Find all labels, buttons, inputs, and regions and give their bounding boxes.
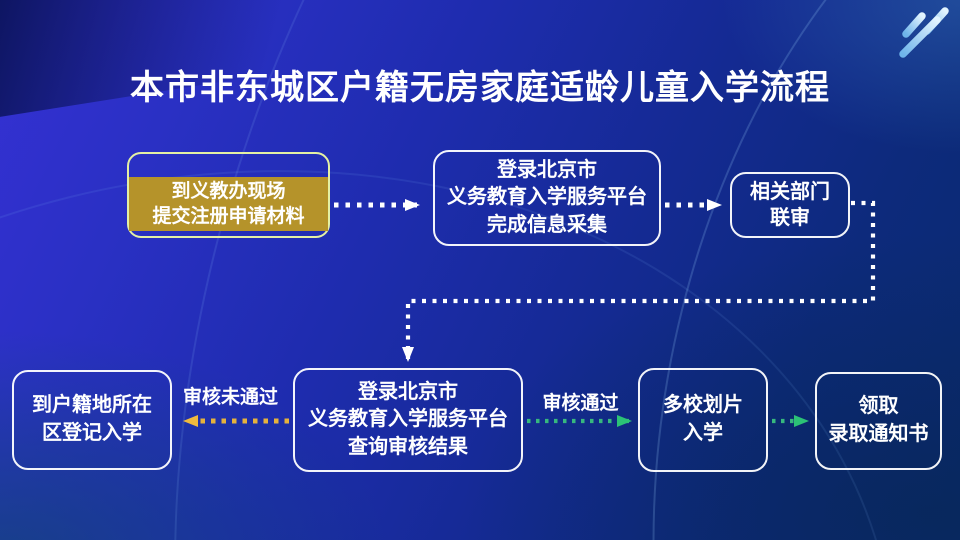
triple-slash-logo-icon <box>899 7 949 58</box>
flow-step-multi-school-enrollment: 多校划片 入学 <box>638 368 768 472</box>
step-text-line: 联审 <box>770 207 810 229</box>
step-text-line: 完成信息采集 <box>487 213 607 236</box>
step-text-line: 到户籍地所在 <box>32 394 152 417</box>
flow-step-info-collection: 登录北京市 义务教育入学服务平台 完成信息采集 <box>433 150 661 246</box>
step-text-line: 登录北京市 <box>358 380 458 403</box>
flow-step-receive-admission-notice: 领取 录取通知书 <box>815 372 942 470</box>
step-text-line: 相关部门 <box>750 181 830 203</box>
step-text-line: 录取通知书 <box>828 423 929 445</box>
step-text-line: 到义教办现场 <box>171 180 286 202</box>
logo-stripe-3 <box>899 16 941 58</box>
step-text-line: 区登记入学 <box>42 422 142 444</box>
step-highlight-band: 到义教办现场 提交注册申请材料 <box>129 177 328 231</box>
step-text-line: 多校划片 <box>663 394 743 417</box>
page-title: 本市非东城区户籍无房家庭适龄儿童入学流程 <box>130 69 830 107</box>
flow-step-register-home-district: 到户籍地所在 区登记入学 <box>12 370 172 470</box>
flow-step-check-review-result: 登录北京市 义务教育入学服务平台 查询审核结果 <box>293 368 523 472</box>
step-text-line: 提交注册申请材料 <box>152 206 305 227</box>
step-text-line: 查询审核结果 <box>348 435 468 458</box>
edge-label-review-failed: 审核未通过 <box>182 387 278 408</box>
logo-stripe-1 <box>902 12 926 38</box>
step-text-line: 义务教育入学服务平台 <box>308 408 508 431</box>
step-text-line: 入学 <box>683 422 723 444</box>
flow-step-joint-review: 相关部门 联审 <box>730 172 850 238</box>
flow-step-submit-materials: 到义教办现场 提交注册申请材料 <box>127 152 330 238</box>
step-text-line: 领取 <box>858 395 899 418</box>
edge-label-review-passed: 审核通过 <box>542 393 619 414</box>
step-text-line: 义务教育入学服务平台 <box>447 186 647 209</box>
step-text-line: 登录北京市 <box>497 158 597 181</box>
